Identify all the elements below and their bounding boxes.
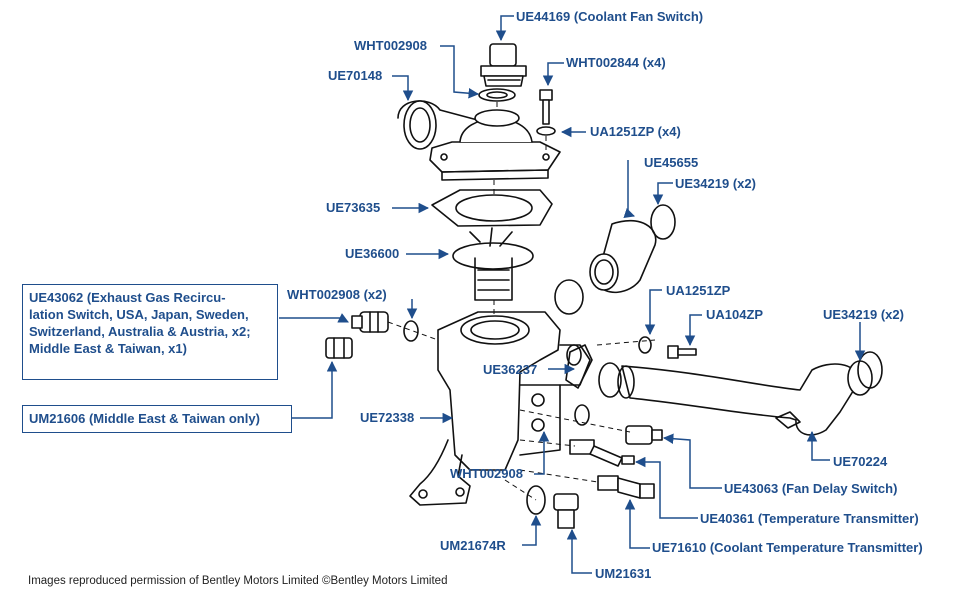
- plug-part: [553, 493, 579, 529]
- callout-box-um21606: UM21606 (Middle East & Taiwan only): [22, 405, 292, 433]
- coolant-pipe-part: [598, 360, 873, 436]
- callout-line: UE43062 (Exhaust Gas Recircu-: [29, 290, 226, 305]
- washer-part: [574, 404, 590, 426]
- label-ue70224: UE70224: [833, 454, 888, 469]
- o-ring-part: [598, 362, 622, 398]
- small-gasket-part: [565, 344, 593, 389]
- hose-part: [589, 219, 657, 294]
- temperature-transmitter-part: [569, 439, 635, 467]
- callout-line: UM21606 (Middle East & Taiwan only): [29, 411, 260, 426]
- label-ue40361: UE40361 (Temperature Transmitter): [700, 511, 919, 526]
- label-ue70148: UE70148: [328, 68, 383, 83]
- callout-line: lation Switch, USA, Japan, Sweden,: [29, 307, 249, 322]
- label-wht002908-bottom: WHT002908: [450, 466, 523, 481]
- label-ue36237: UE36237: [483, 362, 538, 377]
- callout-box-ue43062: UE43062 (Exhaust Gas Recircu- lation Swi…: [22, 284, 278, 380]
- blanking-plug-part: [325, 337, 353, 359]
- label-ua104zp: UA104ZP: [706, 307, 764, 322]
- label-wht002908-x2: WHT002908 (x2): [287, 287, 387, 302]
- o-ring-part: [554, 279, 584, 315]
- label-ue71610: UE71610 (Coolant Temperature Transmitter…: [652, 540, 923, 555]
- label-ue45655: UE45655: [644, 155, 699, 170]
- bolt-part: [667, 345, 697, 359]
- label-wht002908-top: WHT002908: [354, 38, 427, 53]
- label-ue34219-right: UE34219 (x2): [823, 307, 904, 322]
- washer-part: [478, 88, 516, 102]
- label-um21674r: UM21674R: [440, 538, 506, 553]
- o-ring-part: [650, 204, 676, 240]
- water-housing-part: [409, 311, 591, 506]
- gasket-part: [431, 189, 553, 227]
- egr-washer-part: [403, 320, 419, 342]
- label-ue73635: UE73635: [326, 200, 381, 215]
- label-ua1251zp-x4: UA1251ZP (x4): [590, 124, 681, 139]
- callout-line: Middle East & Taiwan, x1): [29, 341, 187, 356]
- fan-delay-switch-part: [625, 425, 663, 445]
- image-credit: Images reproduced permission of Bentley …: [28, 575, 448, 587]
- label-ue34219-top: UE34219 (x2): [675, 176, 756, 191]
- egr-switch-part: [351, 311, 389, 333]
- label-ue44169: UE44169 (Coolant Fan Switch): [516, 9, 704, 24]
- bolt-part: [539, 89, 553, 125]
- label-ue43063: UE43063 (Fan Delay Switch): [724, 481, 898, 496]
- label-ue36600: UE36600: [345, 246, 400, 261]
- label-ua1251zp: UA1251ZP: [666, 283, 731, 298]
- thermostat-part: [452, 227, 534, 301]
- coolant-fan-switch-part: [480, 43, 527, 87]
- thermostat-housing-part: [397, 100, 561, 181]
- callout-line: Switzerland, Australia & Austria, x2;: [29, 324, 251, 339]
- label-ue72338: UE72338: [360, 410, 415, 425]
- label-um21631: UM21631: [595, 566, 652, 581]
- bolt-washer-part: [536, 126, 556, 136]
- washer-part: [526, 485, 546, 515]
- label-wht002844: WHT002844 (x4): [566, 55, 666, 70]
- coolant-temperature-transmitter-part: [597, 475, 655, 499]
- washer-part: [638, 336, 652, 354]
- o-ring-part: [857, 351, 883, 389]
